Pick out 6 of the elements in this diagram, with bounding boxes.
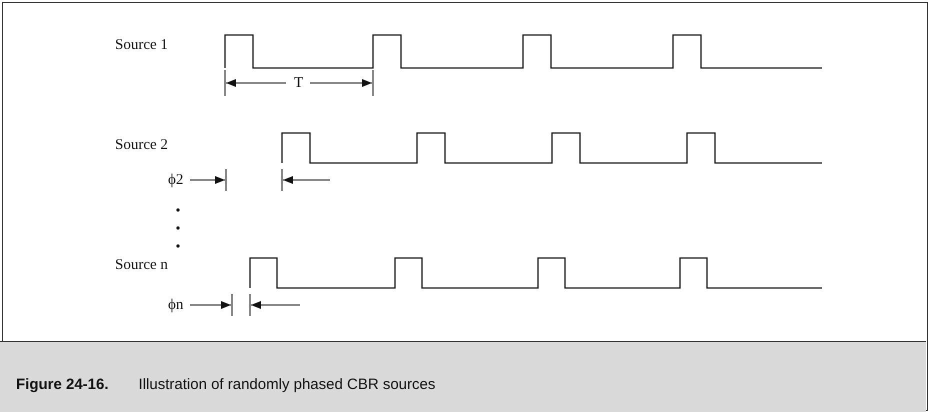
dimension-label: ϕ2 (168, 171, 184, 189)
figure-caption: Figure 24-16. Illustration of randomly phased CBR sources (16, 376, 436, 393)
dimension-label: ϕn (168, 296, 184, 314)
signal-label: Source n (115, 256, 168, 274)
signal-label: Source 1 (115, 36, 168, 54)
signal-label: Source 2 (115, 136, 168, 154)
